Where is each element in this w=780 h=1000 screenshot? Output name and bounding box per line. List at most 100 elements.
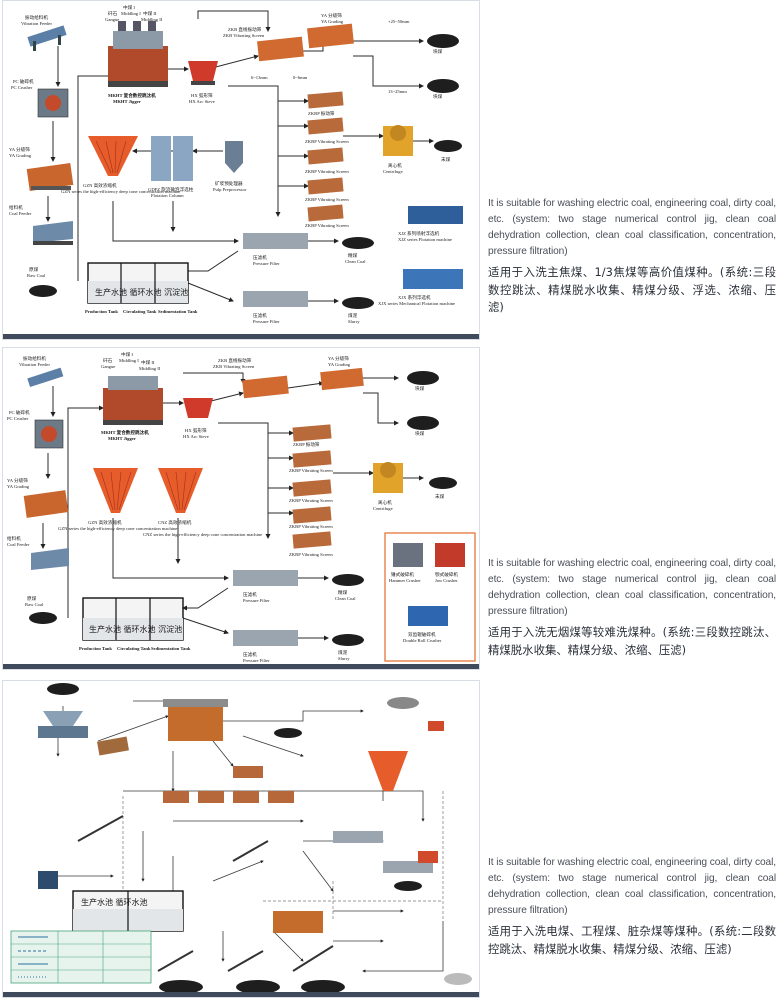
label-zkb-screen: ZKB 直线振动筛 bbox=[218, 357, 252, 364]
slurry-pile-icon bbox=[332, 634, 364, 646]
label-jaw-crusher-en: Jaw Crusher bbox=[435, 578, 458, 583]
thickener-icon bbox=[368, 751, 408, 791]
label-size-3: 6~13mm bbox=[251, 75, 268, 80]
label-ya-top-en: YA Grading bbox=[321, 19, 344, 24]
label-coal-feeder: 给料机 bbox=[9, 204, 23, 211]
label-zkbp-4: ZKBP Vibrating Screen bbox=[305, 197, 349, 202]
vibration-feeder-icon bbox=[27, 367, 64, 388]
thickener-icon bbox=[88, 136, 138, 176]
label-fine-coal: 末煤 bbox=[435, 493, 445, 500]
label-zkbp-2: ZKBP Vibrating Screen bbox=[289, 468, 333, 473]
description-3-zh: 适用于入洗电煤、工程煤、脏杂煤等煤种。(系统:二段数控跳汰、精煤脱水收集、精煤分… bbox=[488, 924, 776, 956]
raw-coal-pile-icon bbox=[29, 612, 57, 624]
slurry-pile-icon bbox=[342, 297, 374, 309]
ya-grading-icon bbox=[26, 163, 74, 191]
pc-crusher-icon bbox=[34, 419, 64, 449]
label-gangue-en: Gangue bbox=[101, 364, 115, 369]
crusher-options-box bbox=[384, 532, 476, 662]
jigger-icon bbox=[103, 376, 163, 425]
flowchart-diagram-1: 振动给料机 Vibration Feeder PC 破碎机 PC Crusher… bbox=[9, 4, 463, 324]
label-lump-coal-1: 块煤 bbox=[433, 48, 443, 55]
clean-coal-pile-icon bbox=[332, 574, 364, 586]
label-jigger-en: MKHT Jigger bbox=[113, 99, 141, 104]
label-middling-1-en: Middling I bbox=[121, 11, 141, 16]
lump-coal-pile-icon bbox=[427, 34, 459, 93]
centrifuge-icon bbox=[383, 125, 413, 156]
label-ya-grading: YA 分级筛 bbox=[7, 477, 28, 484]
label-arc-sieve: HX 弧形筛 bbox=[185, 427, 207, 434]
label-thickener-2-en: CNZ series the high-efficiency deep cone… bbox=[143, 532, 262, 537]
label-arc-sieve-en: HX Arc Sieve bbox=[183, 434, 209, 439]
flowchart-panel-3: 生产水池 循环水池 bbox=[2, 680, 480, 998]
zkbp-screens-icon bbox=[307, 91, 344, 222]
label-vibration-feeder: 振动给料机 bbox=[25, 14, 48, 21]
label-circulating-tank: Circulating Tank bbox=[117, 646, 151, 651]
label-middling-2-en: Middling II bbox=[139, 366, 161, 371]
description-1-en: It is suitable for washing electric coal… bbox=[488, 198, 776, 257]
label-middling-2: 中煤 II bbox=[143, 10, 157, 17]
label-pc-crusher-en: PC Crusher bbox=[11, 85, 33, 90]
label-thickener-1-en: GZN series the high-efficiency deep cone… bbox=[58, 526, 177, 531]
feeder-icon bbox=[38, 711, 129, 756]
label-gangue: 矸石 bbox=[108, 11, 118, 17]
label-clean-coal-en: Clean Coal bbox=[345, 259, 366, 264]
label-pressure-filter-2: 压滤机 bbox=[243, 651, 257, 658]
label-slurry-en: Slurry bbox=[338, 656, 350, 661]
label-gangue: 矸石 bbox=[103, 358, 113, 364]
label-pc-crusher: PC 破碎机 bbox=[13, 78, 34, 85]
coal-feeder-icon bbox=[33, 221, 73, 245]
vibration-feeder-icon bbox=[27, 25, 67, 51]
label-zkb-screen-en: ZKB Vibrating Screen bbox=[213, 364, 255, 369]
label-zkbp-4: ZKBP Vibrating Screen bbox=[289, 524, 333, 529]
label-middling-1-en: Middling I bbox=[119, 358, 139, 363]
fine-coal-pile-icon bbox=[434, 140, 462, 152]
ya-grading-icon bbox=[23, 490, 69, 518]
arc-sieve-icon bbox=[188, 61, 218, 85]
water-tanks-icon bbox=[87, 262, 189, 304]
label-thickener: GZN 高效浓缩机 bbox=[83, 182, 117, 189]
coal-piles-icon bbox=[47, 683, 472, 994]
description-2: It is suitable for washing electric coal… bbox=[488, 556, 776, 659]
label-coal-feeder-en: Coal Feeder bbox=[9, 211, 32, 216]
flotation-machine-icon bbox=[403, 206, 463, 289]
label-tanks-cn: 生产水池 循环水池 沉淀池 bbox=[95, 287, 188, 297]
legend-table bbox=[10, 930, 152, 984]
label-slurry: 煤泥 bbox=[348, 312, 358, 319]
label-lump-coal-2: 块煤 bbox=[433, 93, 443, 100]
water-tanks-icon bbox=[82, 597, 184, 641]
label-pc-crusher: PC 破碎机 bbox=[9, 409, 30, 416]
label-pulp-preprocessor-en: Pulp Preprocessor bbox=[213, 187, 247, 192]
label-jigger: MKHT 复合数控跳汰机 bbox=[101, 429, 149, 436]
label-clean-coal: 精煤 bbox=[338, 589, 348, 596]
label-raw-coal-en: Raw Coal bbox=[25, 602, 44, 607]
flotation-column-icon bbox=[151, 136, 193, 181]
label-zkbp-5: ZKBP Vibrating Screen bbox=[289, 552, 333, 557]
label-hammer-crusher-en: Hammer Crusher bbox=[389, 578, 421, 583]
clean-coal-pile-icon bbox=[342, 237, 374, 249]
label-size-4: 0~6mm bbox=[293, 75, 308, 80]
label-coal-feeder-en: Coal Feeder bbox=[7, 542, 30, 547]
pressure-filter-icon bbox=[333, 831, 433, 873]
label-thickener-2: CNZ 高效浓缩机 bbox=[158, 519, 192, 526]
label-centrifuge-en: Centrifuge bbox=[383, 169, 403, 174]
label-pressure-filter-1-en: Pressure Filter bbox=[243, 598, 270, 603]
label-tanks-cn: 生产水池 循环水池 沉淀池 bbox=[89, 624, 182, 634]
zkbp-screens-icon bbox=[292, 424, 332, 549]
label-ya-top: YA 分级筛 bbox=[328, 355, 349, 362]
label-arc-sieve: HX 弧形筛 bbox=[191, 92, 213, 99]
label-middling-2-en: Middling II bbox=[141, 17, 163, 22]
label-ya-grading-en: YA Grading bbox=[9, 153, 32, 158]
label-production-tank: Production Tank bbox=[85, 309, 118, 314]
description-2-en: It is suitable for washing electric coal… bbox=[488, 558, 776, 617]
flowchart-diagram-3: 生产水池 循环水池 bbox=[10, 683, 472, 994]
label-centrifuge-en: Centrifuge bbox=[373, 506, 393, 511]
raw-coal-pile-icon bbox=[29, 285, 57, 297]
description-1-zh: 适用于入洗主焦煤、1/3焦煤等高价值煤种。(系统:三段数控跳汰、精煤脱水收集、精… bbox=[488, 265, 776, 314]
water-tanks-icon bbox=[72, 890, 184, 932]
label-vibration-feeder-en: Vibration Feeder bbox=[21, 21, 52, 26]
label-slurry: 煤泥 bbox=[338, 649, 348, 656]
label-thickener-1: GZN 高效浓缩机 bbox=[88, 519, 122, 526]
label-middling-1: 中煤 I bbox=[121, 351, 133, 358]
label-double-roll: 双齿辊破碎机 bbox=[408, 631, 436, 638]
label-pc-crusher-en: PC Crusher bbox=[7, 416, 29, 421]
